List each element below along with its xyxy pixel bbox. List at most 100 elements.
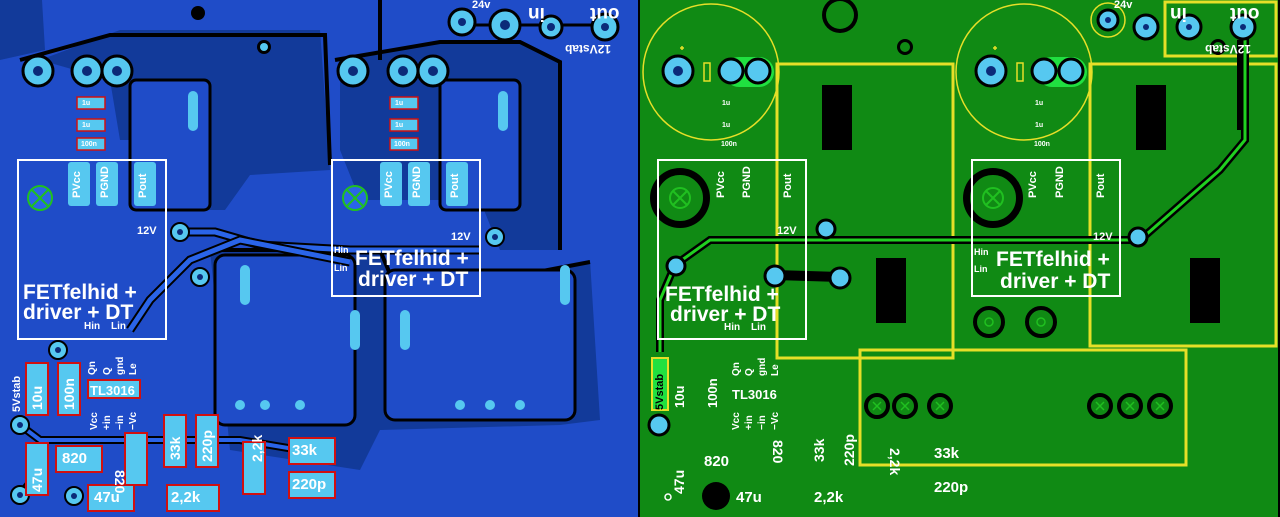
res-820-b: 820 xyxy=(770,440,786,464)
cap-47u-a: 47u xyxy=(29,467,45,492)
pin-minus-in: −in xyxy=(757,415,768,430)
right-pcb-artwork xyxy=(642,0,1278,510)
label-12v: 12V xyxy=(1093,231,1113,243)
pin-le: Le xyxy=(770,364,781,376)
res-820-a: 820 xyxy=(704,453,730,470)
cap-1u-b: 1u xyxy=(1035,122,1044,129)
cap-100n: 100n xyxy=(721,141,737,148)
cap-100n-small: 100n xyxy=(705,378,720,408)
label-in: in xyxy=(1170,3,1187,24)
module-title-line1: FETfelhid + xyxy=(665,283,779,306)
pin-pout: Pout xyxy=(137,173,149,198)
res-33k-horizontal: 33k xyxy=(934,445,960,462)
pin-hin: Hin xyxy=(974,247,989,257)
cap-47u-a: 47u xyxy=(671,469,687,494)
cap-1u-b: 1u xyxy=(722,122,731,129)
pin-plus-in: +in xyxy=(744,415,755,430)
pin-minus-vc: −Vc xyxy=(128,411,139,430)
cap-100n: 100n xyxy=(81,141,97,148)
pin-pvcc: PVcc xyxy=(383,171,395,198)
label-out: out xyxy=(590,3,620,24)
pin-lin: Lin xyxy=(974,264,988,274)
label-24v: 24v xyxy=(472,0,491,11)
cap-10u: 10u xyxy=(29,385,45,410)
cap-1u-b: 1u xyxy=(82,122,91,129)
label-in: in xyxy=(528,3,545,24)
pin-hin: Hin xyxy=(84,321,101,332)
res-2k2-vertical: 2,2k xyxy=(887,448,903,476)
pin-plus-in: +in xyxy=(102,415,113,430)
pin-lin: Lin xyxy=(111,321,126,332)
driver-module-outline-1 xyxy=(17,159,167,340)
pin-pvcc: PVcc xyxy=(1027,171,1039,198)
res-33k-vertical: 33k xyxy=(811,438,827,462)
pin-gnd: gnd xyxy=(115,356,126,375)
pin-hin: Hin xyxy=(724,322,741,333)
res-2k2-horizontal: 2,2k xyxy=(814,489,844,506)
pin-pgnd: PGND xyxy=(411,166,423,198)
cap-47u-b: 47u xyxy=(736,489,762,506)
pin-minus-vc: −Vc xyxy=(770,411,781,430)
label-12vstab: 12Vstab xyxy=(565,42,612,56)
cap-1u-a: 1u xyxy=(722,100,731,107)
right-pcb-view: 24v in out 12Vstab 1u 1u 100n PVcc PGND … xyxy=(640,0,1278,517)
pin-lin: Lin xyxy=(334,263,348,273)
cap-10u: 10u xyxy=(672,385,687,408)
module-title-line1: FETfelhid + xyxy=(23,281,137,304)
cap-1u-a: 1u xyxy=(395,100,404,107)
label-24v: 24v xyxy=(1114,0,1133,11)
pin-hin: Hin xyxy=(334,245,349,255)
module-title-line1: FETfelhid + xyxy=(996,248,1110,271)
cap-100n: 100n xyxy=(394,141,410,148)
pin-pvcc: PVcc xyxy=(715,171,727,198)
pin-le: Le xyxy=(128,363,139,375)
label-12v: 12V xyxy=(137,225,157,237)
module-title-line2: driver + DT xyxy=(1000,270,1111,293)
module-title-line2: driver + DT xyxy=(358,268,469,291)
pin-qn: Qn xyxy=(731,362,742,376)
pin-q: Q xyxy=(744,368,755,376)
cap-1u-a: 1u xyxy=(82,100,91,107)
cap-100n-small: 100n xyxy=(61,378,77,410)
label-5vstab: 5Vstab xyxy=(11,375,23,412)
pin-vcc: Vcc xyxy=(89,412,100,430)
driver-module-outline-2 xyxy=(331,159,481,297)
res-2k2-horizontal: 2,2k xyxy=(171,489,201,506)
left-pcb-view: 24v in out 12Vstab 1u 1u 100n PVcc PGND … xyxy=(0,0,638,517)
pin-gnd: gnd xyxy=(757,357,768,376)
pin-pout: Pout xyxy=(449,173,461,198)
cap-1u-b: 1u xyxy=(395,122,404,129)
label-12v: 12V xyxy=(451,231,471,243)
label-out: out xyxy=(1230,3,1260,24)
pin-minus-in: −in xyxy=(115,415,126,430)
cap-47u-b: 47u xyxy=(94,489,120,506)
res-2k2-vertical: 2,2k xyxy=(249,434,265,462)
pin-qn: Qn xyxy=(87,361,98,375)
pin-lin: Lin xyxy=(751,322,766,333)
ic-tl3016: TL3016 xyxy=(90,383,135,398)
cap-220p-horizontal: 220p xyxy=(934,479,969,496)
pin-pvcc: PVcc xyxy=(71,171,83,198)
pin-q: Q xyxy=(102,367,113,375)
pin-pgnd: PGND xyxy=(1054,166,1066,198)
label-12v: 12V xyxy=(777,225,797,237)
pin-pout: Pout xyxy=(782,173,794,198)
pin-vcc: Vcc xyxy=(731,412,742,430)
driver-module-outline-1 xyxy=(657,159,807,340)
pin-pout: Pout xyxy=(1095,173,1107,198)
module-title-line1: FETfelhid + xyxy=(355,247,469,270)
res-820-a: 820 xyxy=(62,450,88,467)
label-12vstab: 12Vstab xyxy=(1205,42,1252,56)
module-title-line2: driver + DT xyxy=(23,301,134,324)
driver-module-outline-2 xyxy=(971,159,1121,297)
module-title-line2: driver + DT xyxy=(670,303,781,326)
cap-1u-a: 1u xyxy=(1035,100,1044,107)
pin-pgnd: PGND xyxy=(99,166,111,198)
cap-220p-vertical: 220p xyxy=(841,434,857,466)
pin-pgnd: PGND xyxy=(741,166,753,198)
cap-220p-horizontal: 220p xyxy=(292,476,327,493)
cap-220p-vertical: 220p xyxy=(199,430,215,462)
ic-tl3016: TL3016 xyxy=(732,387,777,402)
label-5vstab: 5Vstab xyxy=(654,373,666,410)
res-33k-horizontal: 33k xyxy=(292,442,318,459)
